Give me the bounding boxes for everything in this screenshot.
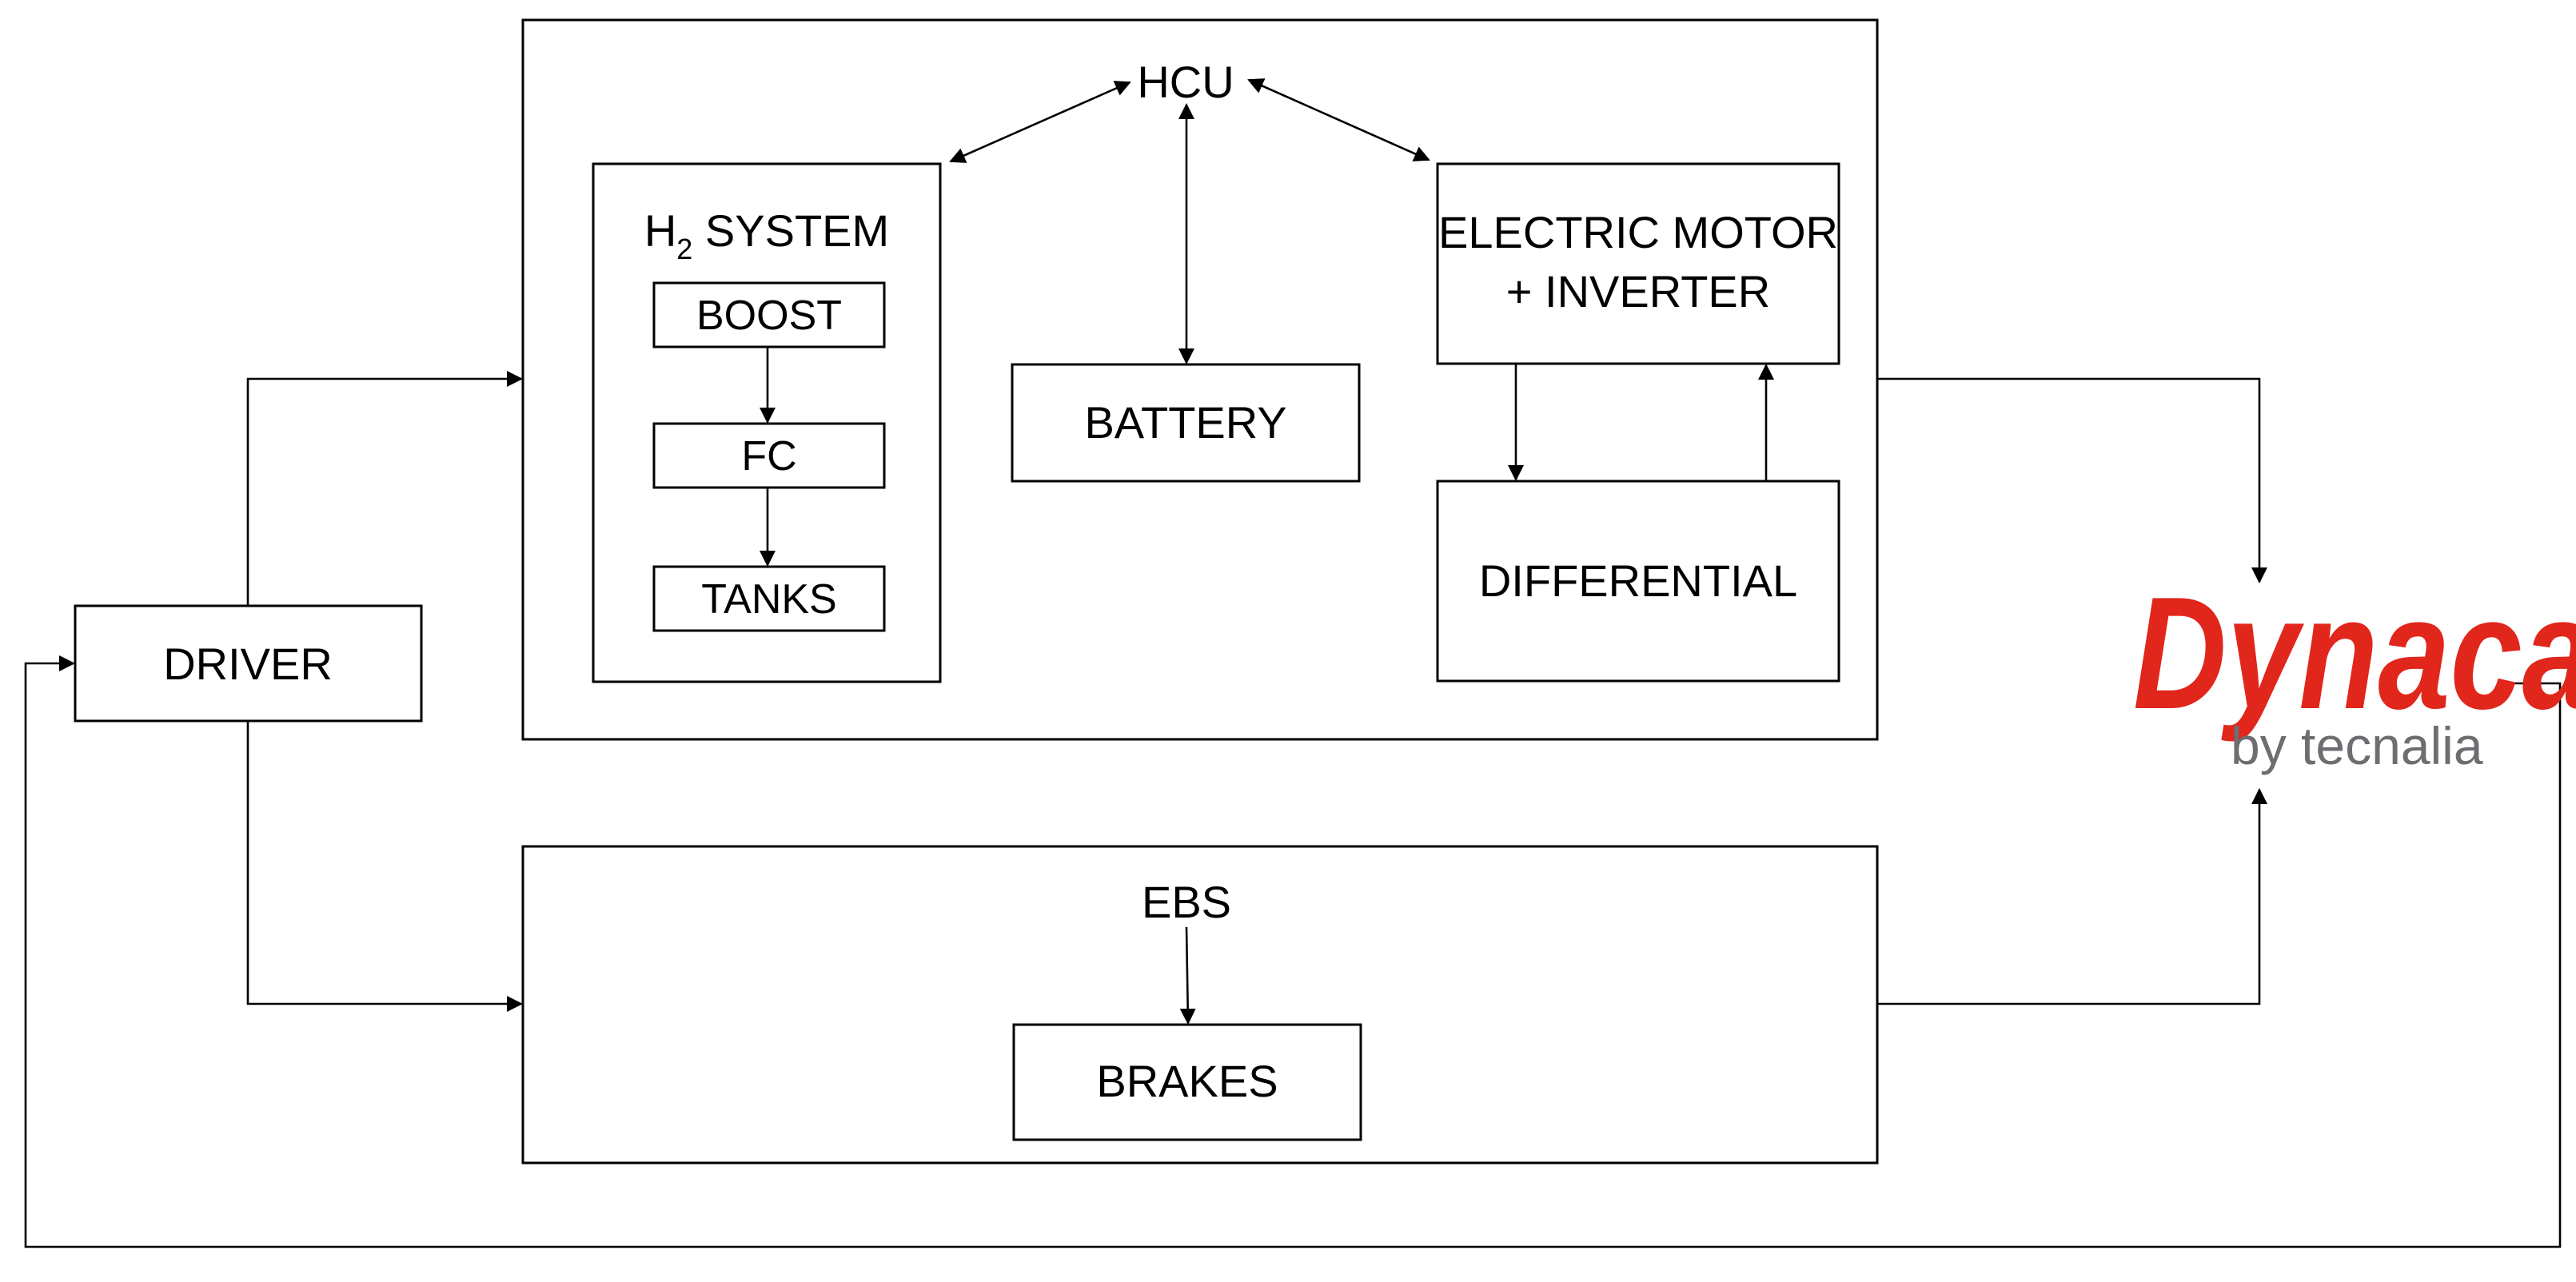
driver-label: DRIVER	[163, 639, 333, 689]
fc-box	[652, 422, 886, 489]
dynacar-wordmark: Dynacar	[2133, 564, 2576, 743]
dynacar-logo: Dynacar by tecnalia	[2133, 564, 2576, 775]
differential-box	[1436, 480, 1840, 683]
brakes-label: BRAKES	[1096, 1056, 1278, 1106]
battery-label: BATTERY	[1084, 397, 1286, 448]
hcu-motor-arrow	[1247, 78, 1430, 161]
brakes-box	[1012, 1023, 1362, 1141]
tecnalia-tagline: by tecnalia	[2231, 716, 2483, 775]
h2-system-label: H2 SYSTEM	[644, 205, 889, 265]
hcu-label: HCU	[1137, 57, 1234, 107]
boost-label: BOOST	[696, 293, 842, 339]
driver-to-powertrain-arrow	[246, 371, 523, 606]
braking-to-dynacar-arrow	[1877, 788, 2267, 1005]
hcu-h2-arrow	[949, 81, 1131, 163]
electric-motor-label-line2: + INVERTER	[1506, 266, 1770, 317]
battery-box	[1011, 363, 1361, 483]
tanks-box	[652, 565, 886, 632]
ebs-to-brakes-arrow	[1179, 926, 1196, 1025]
electric-motor-label-line1: ELECTRIC MOTOR	[1438, 207, 1838, 257]
electric-motor-box	[1436, 162, 1840, 365]
driver-to-braking-arrow	[246, 721, 523, 1012]
boost-box	[652, 281, 886, 348]
differential-label: DIFFERENTIAL	[1479, 555, 1797, 606]
driver-box	[74, 604, 423, 723]
ebs-label: EBS	[1142, 877, 1231, 927]
powertrain-to-dynacar-arrow	[1877, 377, 2267, 583]
feedback-to-driver-arrow	[24, 655, 2562, 1248]
tanks-label: TANKS	[701, 576, 837, 623]
fc-label: FC	[741, 433, 796, 480]
